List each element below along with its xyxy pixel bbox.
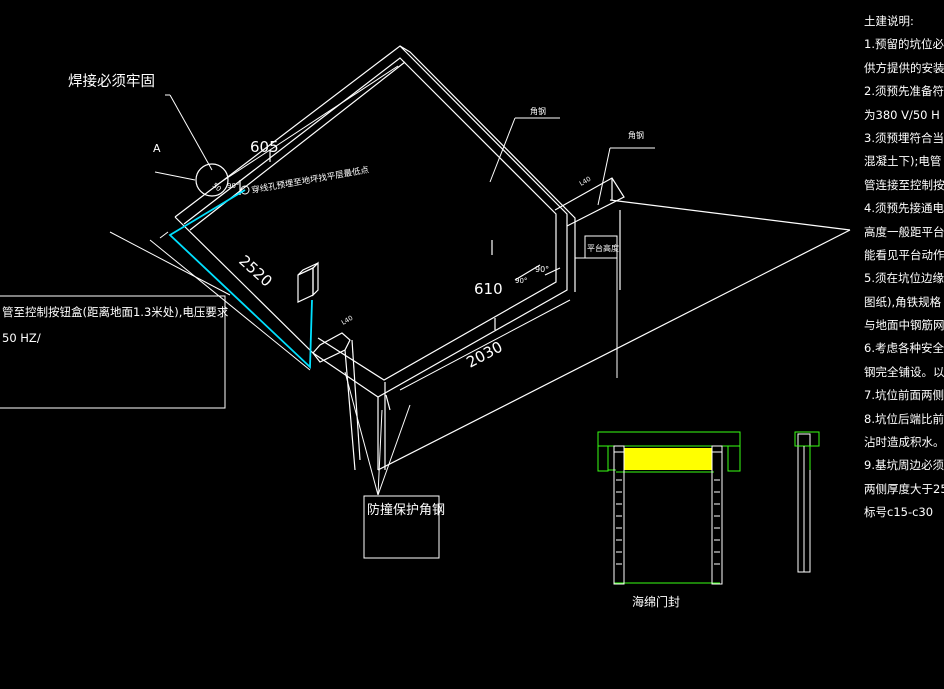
notes-line: 图纸),角铁规格 — [864, 294, 942, 309]
anti-collision-box — [363, 495, 440, 559]
callout-line2: 50 HZ/ — [2, 331, 41, 345]
angle-90-b: 90° — [535, 265, 549, 274]
callout-box — [0, 295, 226, 409]
platform-height-label: 平台高度 — [587, 243, 619, 253]
notes-line: 7.坑位前面两侧 — [864, 388, 944, 403]
weld-detail-circle — [195, 163, 229, 197]
notes-line: 3.须预埋符合当 — [864, 130, 944, 145]
notes-line: 6.考虑各种安全 — [864, 341, 944, 356]
dim-l40-b: L40 — [578, 175, 592, 188]
notes-line: 2.须预先准备符 — [864, 84, 944, 99]
notes-line: 能看见平台动作 — [864, 247, 944, 262]
conduit-hole — [240, 185, 250, 195]
notes-title: 土建说明: — [864, 14, 914, 28]
notes-line: 两侧厚度大于25 — [864, 481, 944, 496]
seal-ticks — [616, 479, 720, 565]
notes-line: 1.预留的坑位必 — [864, 37, 944, 52]
notes-line: 管连接至控制按 — [864, 177, 944, 192]
notes-line: 9.基坑周边必须 — [864, 458, 944, 473]
angle-steel-label-2: 角钢 — [628, 130, 644, 140]
door-seal-side — [794, 431, 820, 573]
mark-a: A — [153, 142, 161, 155]
notes-line: 5.须在坑位边缘 — [864, 271, 944, 286]
pit-outline — [174, 45, 851, 471]
dim-610: 610 — [474, 280, 503, 298]
callout-line1: 管至控制按钮盒(距离地面1.3米处),电压要求 — [2, 305, 229, 319]
notes-line: 标号c15-c30 — [864, 505, 934, 520]
dim-605: 605 — [250, 138, 279, 156]
civil-notes: 土建说明: 1.预留的坑位必 供方提供的安装 2.须预先准备符 为380 V/5… — [864, 10, 944, 525]
notes-line: 与地面中钢筋网 — [864, 318, 944, 333]
notes-line: 混凝土下);电管 — [864, 154, 942, 169]
dim-50: 50 — [211, 181, 223, 193]
dim-2030: 2030 — [463, 338, 505, 372]
seal-fill — [624, 448, 712, 470]
weld-label: 焊接必须牢固 — [68, 73, 155, 90]
notes-line: 高度一般距平台 — [864, 224, 944, 239]
notes-line: 为380 V/50 H — [864, 107, 940, 122]
angle-steel-label-1: 角钢 — [530, 106, 546, 116]
platform-height-box — [584, 235, 618, 259]
notes-line: 4.须预先接通电 — [864, 201, 944, 216]
dimension-lines — [109, 65, 655, 496]
notes-line: 8.坑位后端比前 — [864, 411, 944, 426]
notes-line: 供方提供的安装 — [864, 60, 944, 75]
dim-l40-a: L40 — [340, 314, 354, 327]
angle-90-a: 90° — [227, 182, 239, 190]
control-box — [297, 261, 319, 303]
anti-collision-label: 防撞保护角钢 — [367, 502, 445, 518]
notes-line: 沾时造成积水。 — [864, 435, 944, 450]
dim-2520: 2520 — [235, 252, 275, 291]
seal-uprights — [613, 445, 723, 585]
seal-label: 海绵门封 — [632, 594, 680, 609]
angle-90-c: 90° — [515, 277, 527, 285]
conduit-line — [168, 189, 313, 370]
notes-line: 钢完全铺设。以 — [864, 364, 944, 379]
